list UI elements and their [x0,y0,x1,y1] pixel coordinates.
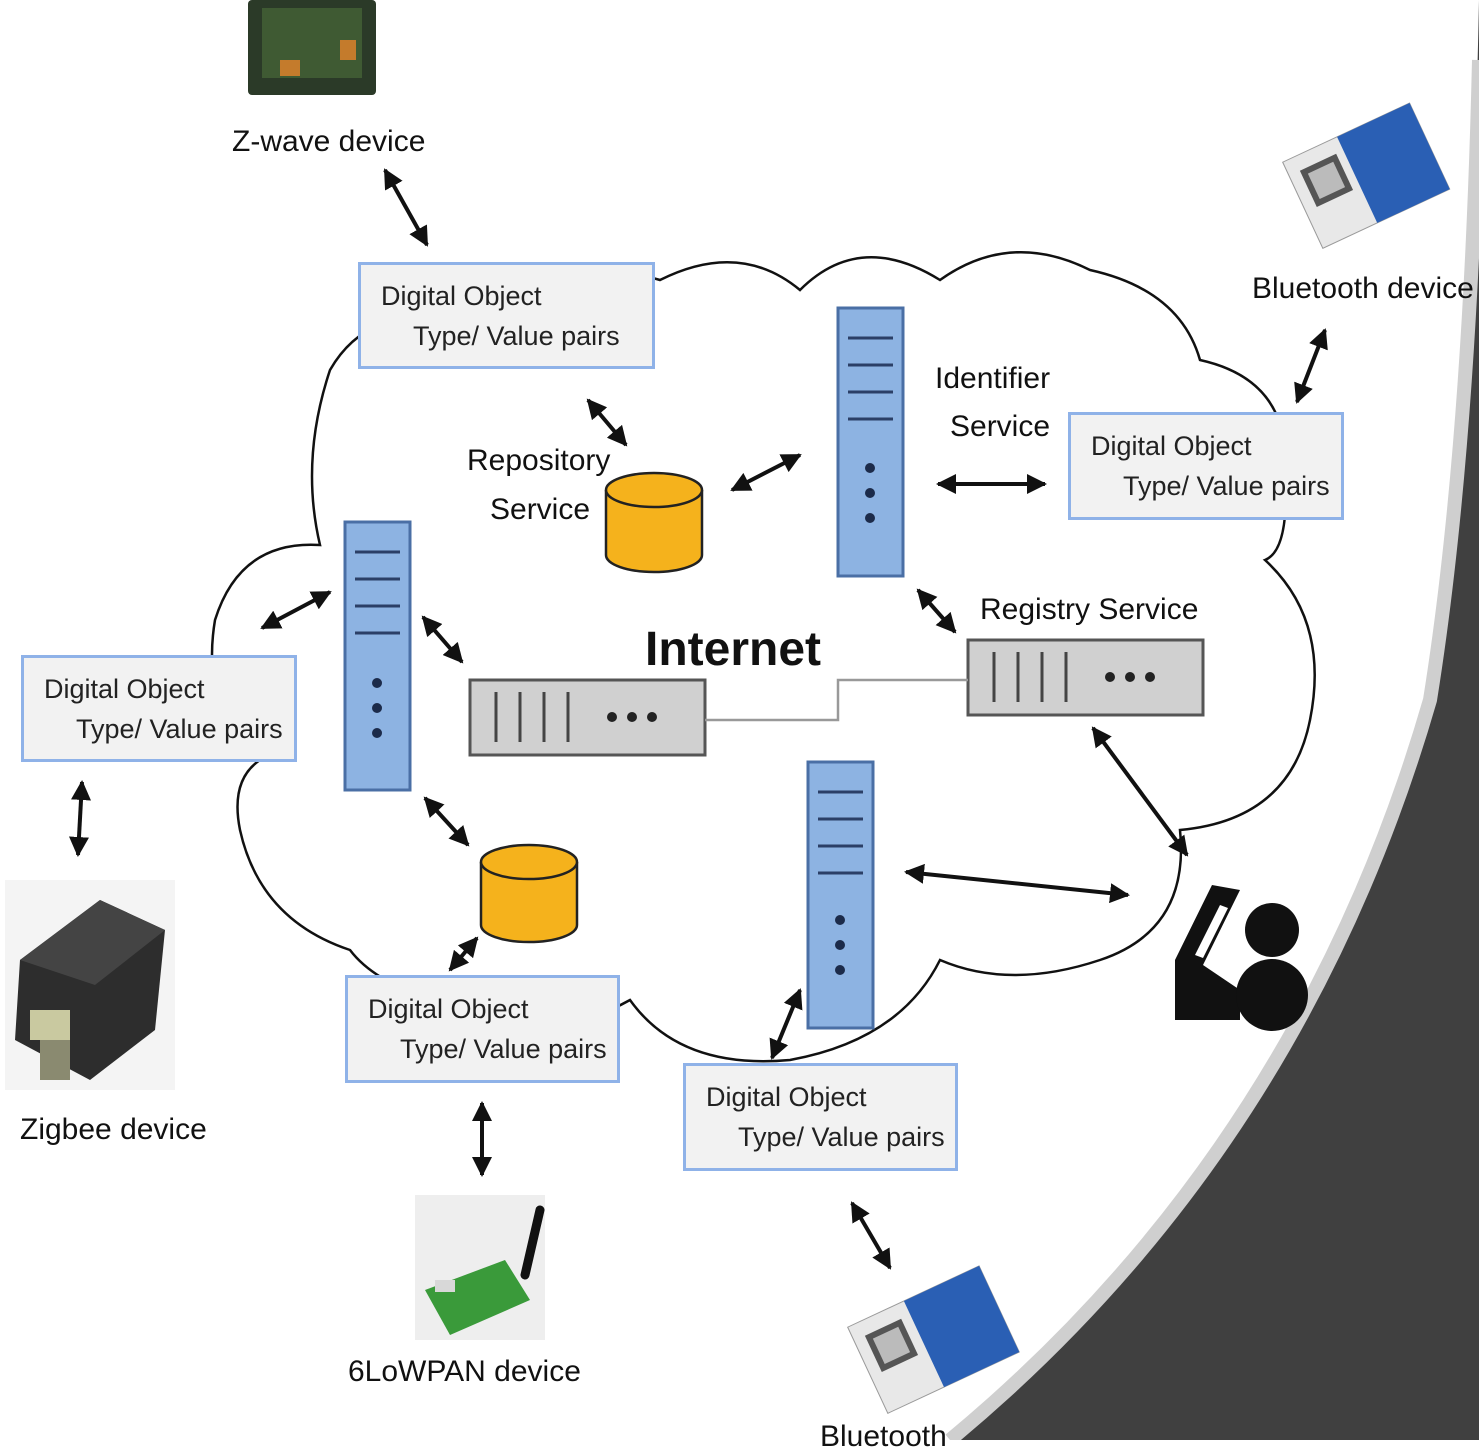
arrow-do-bluetooth-bottom [850,1201,892,1270]
arrow-server-user [904,863,1130,904]
bluetooth-module-icon [847,1265,1020,1414]
arrow-server-database [423,796,470,847]
digital-object-box: Digital Object Type/ Value pairs [21,655,297,762]
arrow-identifier-registry [916,588,957,634]
identifier-service-label-line1: Identifier [935,362,1051,395]
server-icon [343,520,412,792]
database-icon [604,471,704,574]
digital-object-box: Digital Object Type/ Value pairs [358,262,655,369]
arrow-repository-identifier [730,453,802,492]
digital-object-box: Digital Object Type/ Value pairs [345,975,620,1083]
bluetooth-module-icon [1282,102,1451,249]
type-value-label: Type/ Value pairs [400,1034,607,1064]
type-value-label: Type/ Value pairs [76,714,283,744]
digital-object-label: Digital Object [368,994,529,1024]
repository-service-label-line2: Service [490,493,591,526]
arrow-do-server-left [260,590,332,630]
digital-object-label: Digital Object [706,1082,867,1112]
arrow-do-zigbee [68,780,92,857]
bluetooth-device-bottom-label: Bluetooth [820,1420,947,1453]
type-value-label: Type/ Value pairs [1123,471,1330,501]
sixlowpan-board-icon [415,1195,545,1340]
database-icon [479,843,579,944]
router-icon [966,638,1205,717]
sixlowpan-device-label: 6LoWPAN device [348,1355,581,1388]
arrow-registry-user [1091,726,1189,857]
arrow-do-repository [586,398,628,447]
arrow-server-router [421,615,464,664]
digital-object-label: Digital Object [1091,431,1252,461]
arrow-database-do [448,936,479,972]
digital-object-label: Digital Object [381,281,542,311]
internet-link [705,678,968,722]
arrow-zwave-do [383,168,429,247]
identifier-service-label-line2: Service [950,410,1051,443]
type-value-label: Type/ Value pairs [738,1122,945,1152]
dark-corner-background [950,0,1479,1440]
server-icon [806,760,875,1030]
user-device-icon [1175,885,1308,1031]
repository-service-label-line1: Repository [467,444,611,477]
router-icon [468,678,707,757]
light-arc-border [945,59,1479,1440]
zigbee-device-label: Zigbee device [20,1113,207,1146]
digital-object-box: Digital Object Type/ Value pairs [1068,412,1344,520]
zwave-module-icon [248,0,376,95]
arrow-server-do-bottom [769,988,803,1060]
zwave-device-label: Z-wave device [232,125,426,158]
digital-object-label: Digital Object [44,674,205,704]
zigbee-module-icon [5,880,175,1090]
cloud-outline [210,250,1316,1063]
internet-label: Internet [645,623,822,676]
digital-object-box: Digital Object Type/ Value pairs [683,1063,958,1171]
arrow-bluetooth-do [1294,328,1328,404]
registry-service-label: Registry Service [980,593,1199,626]
bluetooth-device-top-label: Bluetooth device [1252,272,1474,305]
type-value-label: Type/ Value pairs [413,321,620,351]
server-icon [836,306,905,578]
